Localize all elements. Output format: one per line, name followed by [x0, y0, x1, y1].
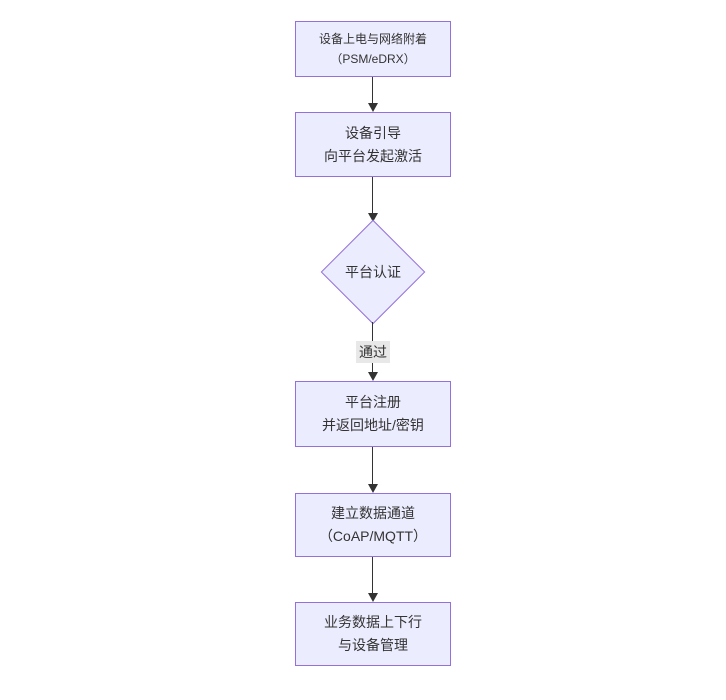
arrow-head-icon — [368, 372, 378, 381]
arrow-line — [372, 177, 373, 213]
arrow-line — [372, 77, 373, 103]
node-label-line: 平台注册 — [345, 394, 401, 410]
decision-platform-auth-label: 平台认证 — [345, 264, 401, 280]
node-label-line: 向平台发起激活 — [324, 147, 422, 164]
node-label-line: 与设备管理 — [338, 637, 408, 653]
node-data-channel: 建立数据通道 （CoAP/MQTT） — [295, 493, 451, 557]
node-label-line: 业务数据上下行 — [324, 614, 422, 630]
arrow-line — [372, 447, 373, 484]
arrow-line — [372, 557, 373, 593]
node-platform-register: 平台注册 并返回地址/密钥 — [295, 381, 451, 447]
node-label-line: （PSM/eDRX） — [330, 52, 416, 66]
edge-label-pass: 通过 — [356, 341, 390, 363]
node-bootstrap: 设备引导 向平台发起激活 — [295, 112, 451, 177]
node-label-line: （CoAP/MQTT） — [318, 528, 428, 544]
node-business-data: 业务数据上下行 与设备管理 — [295, 602, 451, 666]
arrow-head-icon — [368, 593, 378, 602]
node-label-line: 设备上电与网络附着 — [318, 32, 427, 46]
arrow-head-icon — [368, 103, 378, 112]
arrow-head-icon — [368, 484, 378, 493]
node-label-line: 设备引导 — [345, 124, 401, 141]
node-label-line: 建立数据通道 — [331, 505, 415, 521]
arrow-head-icon — [368, 213, 378, 222]
node-power-on: 设备上电与网络附着 （PSM/eDRX） — [295, 21, 451, 77]
node-label-line: 并返回地址/密钥 — [322, 417, 424, 433]
